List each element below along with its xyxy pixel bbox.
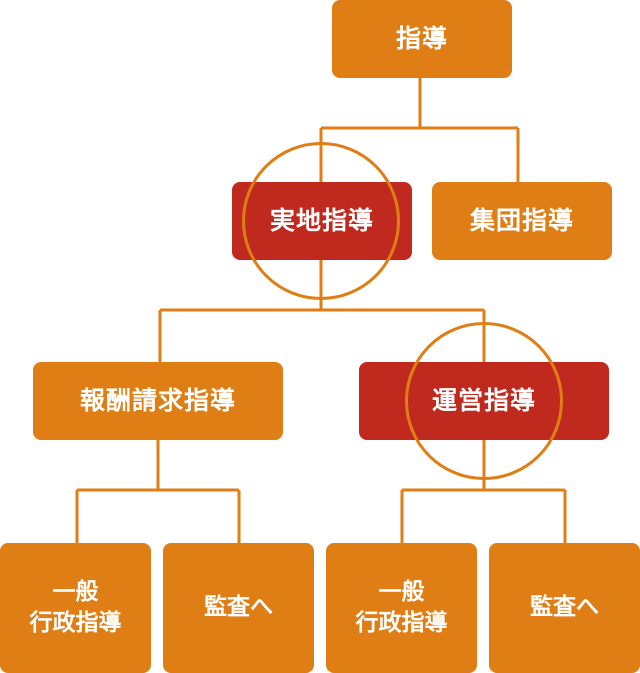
node-shudan-shidou-label: 集団指導 xyxy=(469,206,574,236)
node-houshu-seikyu-shidou: 報酬請求指導 xyxy=(33,362,283,440)
connector-houshu xyxy=(75,440,241,543)
node-leaf-ippan-1-line2: 行政指導 xyxy=(29,610,122,636)
highlight-ring-jitchi xyxy=(242,142,400,300)
connector-root xyxy=(319,78,520,182)
node-leaf-kansa-1: 監査へ xyxy=(163,543,314,673)
node-leaf-ippan-2-line1: 一般 xyxy=(378,578,425,605)
node-leaf-ippan-2-line2: 行政指導 xyxy=(355,610,448,636)
node-leaf-ippan-1: 一般 行政指導 xyxy=(0,543,151,673)
node-root: 指導 xyxy=(332,0,512,78)
node-leaf-ippan-1-line1: 一般 xyxy=(52,578,99,605)
node-shudan-shidou: 集団指導 xyxy=(432,182,612,260)
node-houshu-seikyu-shidou-label: 報酬請求指導 xyxy=(79,386,236,416)
highlight-ring-unei xyxy=(405,322,563,480)
node-leaf-kansa-2-label: 監査へ xyxy=(530,594,599,621)
node-root-label: 指導 xyxy=(395,24,448,54)
node-leaf-ippan-2: 一般 行政指導 xyxy=(326,543,477,673)
node-leaf-kansa-1-label: 監査へ xyxy=(204,594,273,621)
node-leaf-kansa-2: 監査へ xyxy=(489,543,640,673)
